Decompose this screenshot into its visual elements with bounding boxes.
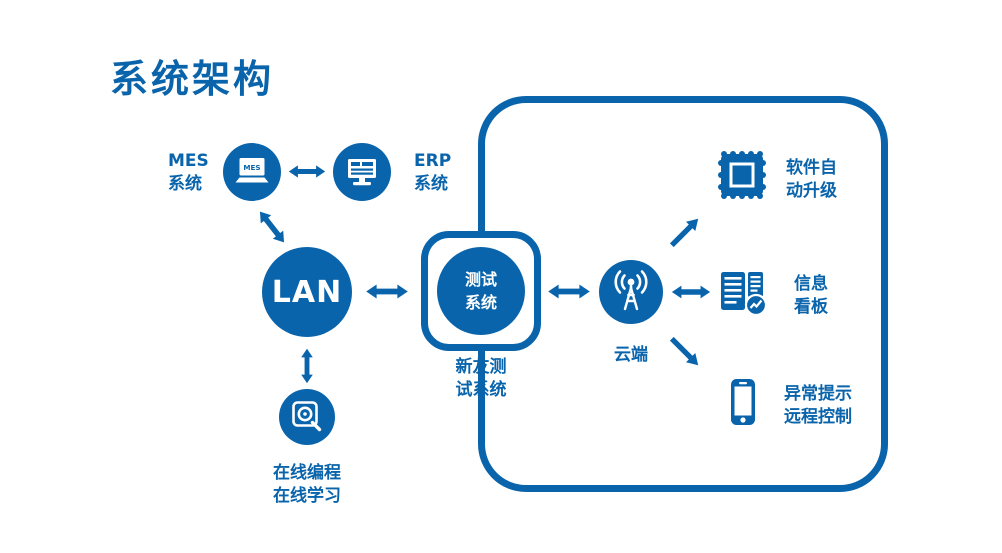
page-title: 系统架构 — [110, 57, 275, 101]
lan-test-double-arrow-icon — [363, 283, 411, 300]
mes-laptop-icon: MES — [223, 143, 281, 201]
cloud-remote-arrow-icon — [664, 331, 705, 372]
remote-control-label: 异常提示 远程控制 — [784, 384, 852, 427]
info-board-icon — [713, 263, 771, 321]
test-system-circle: 测试 系统 — [437, 247, 525, 335]
erp-system-label: ERP 系统 — [414, 151, 452, 194]
mes-screen-text: MES — [243, 163, 260, 172]
test-system-caption: 新友测 试系统 — [455, 357, 507, 400]
cloud-upgrade-arrow-icon — [664, 211, 705, 252]
info-board-label: 信息 看板 — [794, 274, 828, 317]
lan-node: LAN — [262, 247, 352, 337]
cloud-label: 云端 — [614, 345, 648, 365]
software-upgrade-stamp-icon — [713, 146, 771, 204]
lan-programming-double-arrow-icon — [299, 348, 315, 384]
mes-erp-double-arrow-icon — [288, 164, 326, 179]
cloud-infoboard-double-arrow-icon — [671, 284, 711, 300]
online-programming-label: 在线编程 在线学习 — [273, 463, 341, 506]
erp-monitor-icon — [333, 143, 391, 201]
cloud-antenna-icon — [599, 260, 663, 324]
mes-system-label: MES 系统 — [168, 151, 209, 194]
software-upgrade-label: 软件自 动升级 — [786, 158, 837, 201]
mes-lan-double-arrow-icon — [252, 205, 292, 250]
smartphone-icon — [714, 373, 772, 431]
online-programming-magnifier-icon — [279, 389, 335, 445]
test-system-node: 测试 系统 — [421, 231, 541, 351]
test-cloud-double-arrow-icon — [545, 283, 593, 300]
